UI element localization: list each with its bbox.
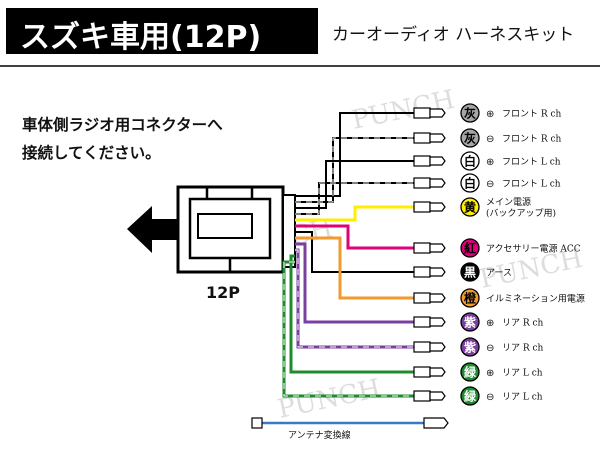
terminal-pin [429,342,446,352]
wire-label: フロント L ch [502,158,561,168]
wire-color-badge [460,312,480,332]
terminal-pin [429,243,446,253]
terminal-pin [429,391,446,401]
wire-label: リア R ch [502,344,544,354]
terminal-pin [429,267,446,277]
terminal-pin [429,178,446,188]
wire-label: リア R ch [502,319,544,329]
terminal-connector [413,177,431,189]
terminal-pin [429,367,446,377]
arrow-left-icon [127,206,178,253]
watermark: PUNCH [275,374,383,425]
wire-5: 黄メイン電源(バックアップ用) [295,197,556,222]
wires-layer: 灰 ⊕ フロント R ch 灰 ⊖ フロント R ch 白 ⊕ フロント L ch 白 ⊖ フロント … [282,103,585,406]
terminal-connector [413,242,431,254]
terminal-connector [413,266,431,278]
page-subtitle: カーオーディオ ハーネスキット [332,25,575,45]
wire-color-badge [460,238,480,258]
wire-9: 紫 ⊕ リア R ch [295,242,544,332]
wire-color-badge [460,337,480,357]
wire-color-char: 白 [464,176,476,191]
terminal-connector [413,201,431,213]
wire-color-badge [460,151,480,171]
terminal-pin [429,108,446,118]
terminal-pin [429,317,446,327]
wire-color-char: 黒 [464,266,476,280]
header: スズキ車用(12P) カーオーディオ ハーネスキット [0,0,600,63]
instruction-text: 車体側ラジオ用コネクターへ 接続してください。 [22,116,223,162]
wire-color-badge [460,197,480,217]
terminal-connector [413,390,431,402]
wire-label: イルミネーション用電源 [486,294,585,305]
wire-color-badge [460,386,480,406]
terminal-connector [413,155,431,167]
wire-10: 紫 ⊖ リア R ch [295,248,544,357]
wire-label: アース [486,269,512,279]
wire-2: 灰 ⊖ フロント R ch [295,128,562,203]
wire-label: アクセサリー電源 ACC [486,244,581,255]
wire-3: 白 ⊕ フロント L ch [295,151,561,209]
terminal-pin [429,293,446,303]
wire-color-char: 灰 [464,131,476,146]
antenna-label: アンテナ変換線 [288,429,351,441]
terminal-connector [413,292,431,304]
wire-color-char: 灰 [464,106,476,121]
wire-7: 黒アース [295,231,512,282]
terminal-pin [429,156,446,166]
wire-12: 緑 ⊖ リア L ch [282,260,543,406]
wire-color-badge [460,288,480,308]
wire-color-badge [460,103,480,123]
terminal-connector [413,316,431,328]
wire-color-badge [460,262,480,282]
wire-sublabel: (バックアップ用) [486,208,556,219]
wire-color-char: 緑 [464,365,477,380]
wire-label: フロント R ch [502,110,562,120]
terminal-connector [413,107,431,119]
title-box: スズキ車用(12P) [6,8,318,55]
terminal-connector [413,132,431,144]
wire-color-char: 黄 [464,200,476,215]
wire-color-char: 緑 [464,389,477,404]
polarity-icon: ⊖ [486,392,494,403]
wire-color-char: 白 [464,154,476,169]
wire-color-badge [460,362,480,382]
polarity-icon: ⊖ [486,343,494,354]
terminal-pin [429,133,446,143]
wire-color-badge [460,173,480,193]
wire-color-char: 紫 [464,315,476,330]
wire-color-char: 紅 [464,241,476,256]
wire-color-char: 紫 [464,340,476,355]
polarity-icon: ⊕ [486,109,494,120]
wire-label: メイン電源 [486,197,531,208]
antenna-wire [251,417,449,429]
wire-8: 橙イルミネーション用電源 [295,236,585,308]
wire-label: リア L ch [502,369,543,379]
connector-label: 12P [206,283,240,302]
wire-4: 白 ⊖ フロント L ch [295,173,561,215]
wire-color-char: 橙 [464,291,477,306]
wire-color-badge [460,128,480,148]
wire-6: 紅アクセサリー電源 ACC [295,224,581,258]
wire-label: フロント L ch [502,180,561,190]
terminal-pin [429,202,446,212]
wire-11: 緑 ⊕ リア L ch [289,254,543,382]
connector-12p [176,185,296,274]
wire-label: フロント R ch [502,135,562,145]
polarity-icon: ⊖ [486,179,494,190]
polarity-icon: ⊖ [486,134,494,145]
polarity-icon: ⊕ [486,157,494,168]
wire-label: リア L ch [502,393,543,403]
page-title: スズキ車用(12P) [20,20,262,55]
terminal-connector [413,341,431,353]
wire-1: 灰 ⊕ フロント R ch [295,103,562,197]
terminal-connector [413,366,431,378]
polarity-icon: ⊕ [486,318,494,329]
polarity-icon: ⊕ [486,368,494,379]
